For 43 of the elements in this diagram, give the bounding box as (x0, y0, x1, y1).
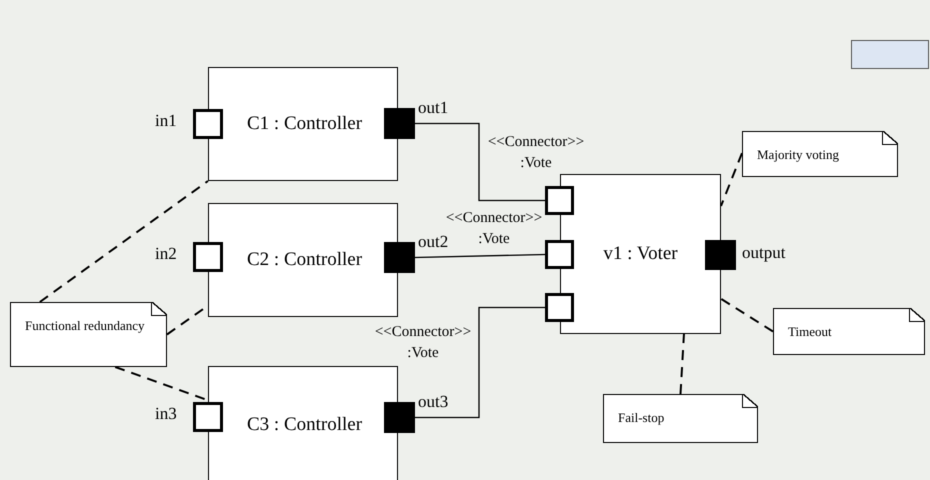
note-link (720, 298, 774, 332)
edge-label: <<Connector>> :Vote (374, 323, 472, 363)
port-square (193, 402, 223, 432)
component-box (208, 203, 398, 317)
connector-line (414, 254, 546, 258)
connector-line (415, 122, 545, 202)
port-label: output (742, 243, 786, 263)
port-label: in1 (155, 111, 177, 131)
note (10, 302, 167, 367)
port-square (545, 186, 574, 215)
connector-line (415, 306, 545, 418)
component-box (560, 174, 721, 334)
port-square (384, 402, 415, 433)
note-text: Timeout (788, 323, 833, 340)
note (742, 131, 898, 177)
component-name: C3 : Controller (247, 414, 362, 436)
port-label: out2 (418, 232, 448, 252)
port-square (545, 293, 574, 322)
component-name: C1 : Controller (247, 113, 362, 135)
component-box (208, 366, 398, 480)
port-square (545, 240, 574, 269)
note (773, 308, 925, 355)
port-square (193, 242, 223, 272)
port-label: in3 (155, 404, 177, 424)
empty-box (851, 40, 929, 69)
port-square (384, 242, 415, 273)
port-label: out3 (418, 392, 448, 412)
note-link (39, 180, 209, 303)
note-text: Fail-stop (618, 409, 666, 426)
port-square (705, 240, 736, 270)
port-label: in2 (155, 244, 177, 264)
note-link (720, 152, 743, 206)
component-box (208, 67, 398, 181)
edge-label: <<Connector>> :Vote (486, 133, 586, 173)
port-square (193, 109, 223, 139)
component-name: C2 : Controller (247, 249, 362, 271)
note-text: Majority voting (757, 146, 840, 163)
port-square (384, 108, 415, 139)
note-text: Functional redundancy (25, 317, 146, 334)
component-name: v1 : Voter (603, 243, 678, 265)
port-label: out1 (418, 98, 448, 118)
note-link (680, 334, 685, 394)
note (603, 394, 758, 443)
